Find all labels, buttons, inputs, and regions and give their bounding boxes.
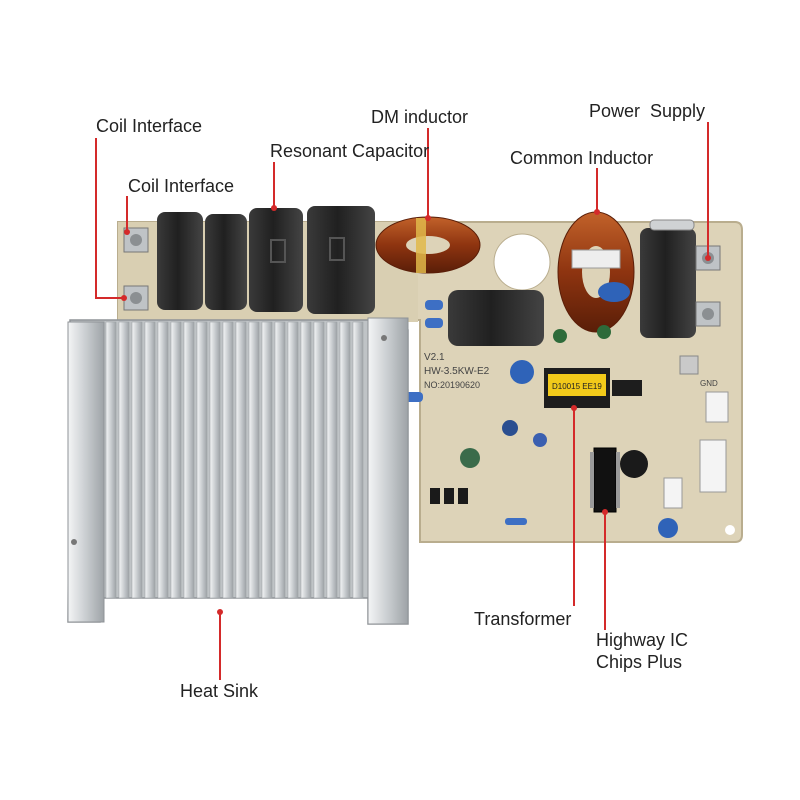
label-resonant-capacitor: Resonant Capacitor (270, 141, 430, 161)
heat-sink-fin (261, 321, 273, 599)
heat-sink-fin (352, 321, 364, 599)
resonant-capacitors (157, 206, 375, 314)
label-power-supply: Power Supply (589, 101, 706, 121)
label-highway-ic-line2: Chips Plus (596, 652, 683, 672)
heat-sink-fin (144, 321, 156, 599)
heat-sink-fin (313, 321, 325, 599)
label-coil-interface-mid: Coil Interface (128, 176, 235, 196)
board-silkscreen: V2.1 HW-3.5KW-E2 NO:20190620 GND (424, 352, 718, 390)
heat-sink-fin (235, 321, 247, 599)
misc-components (405, 300, 729, 538)
leader-coil-interface-top (95, 138, 124, 299)
board-serial: NO:20190620 (424, 380, 480, 390)
transformer: D10015 EE19 (544, 368, 610, 408)
heat-sink-fin (339, 321, 351, 599)
film-capacitor (448, 290, 544, 346)
heat-sink-fin (183, 321, 195, 599)
heat-sink-fin (326, 321, 338, 599)
ic-chip (590, 447, 620, 513)
heat-sink-fin (118, 321, 130, 599)
label-transformer: Transformer (474, 609, 572, 629)
heat-sink-fin (209, 321, 221, 599)
ground-mark: GND (700, 379, 718, 388)
dm-inductor (375, 216, 481, 274)
heat-sink-fin (170, 321, 182, 599)
label-heat-sink: Heat Sink (180, 681, 259, 701)
common-inductor (557, 211, 635, 333)
board-version: V2.1 (424, 352, 445, 363)
label-dm-inductor: DM inductor (371, 107, 469, 127)
heat-sink (67, 317, 409, 625)
heat-sink-fin (248, 321, 260, 599)
power-supply-block (640, 219, 721, 338)
transformer-mark: D10015 EE19 (552, 382, 602, 391)
heat-sink-fin (287, 321, 299, 599)
heat-sink-fin (105, 321, 117, 599)
label-common-inductor: Common Inductor (510, 148, 654, 168)
leader-lines (95, 122, 709, 680)
heat-sink-fin (274, 321, 286, 599)
heat-sink-fin (300, 321, 312, 599)
heat-sink-fin (222, 321, 234, 599)
label-coil-interface-top: Coil Interface (96, 116, 203, 136)
board-model: HW-3.5KW-E2 (424, 366, 490, 377)
heat-sink-fin (157, 321, 169, 599)
heat-sink-fin (196, 321, 208, 599)
leader-dots (121, 205, 711, 615)
label-highway-ic-line1: Highway IC (596, 630, 689, 650)
heat-sink-fin (131, 321, 143, 599)
